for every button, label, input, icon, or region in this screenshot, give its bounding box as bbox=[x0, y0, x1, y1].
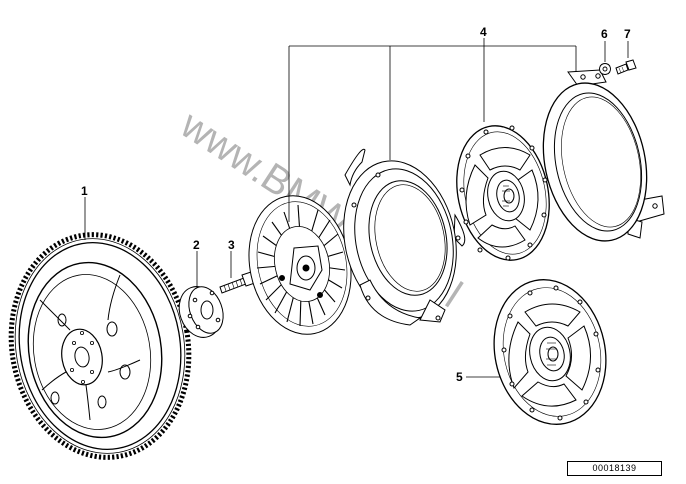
callout-bracket-4 bbox=[288, 38, 577, 222]
callout-2: 2 bbox=[193, 238, 200, 252]
reference-number: 00018139 bbox=[567, 461, 662, 476]
callout-3: 3 bbox=[228, 238, 235, 252]
cover-ring bbox=[542, 69, 665, 242]
flywheel bbox=[8, 232, 192, 460]
screw bbox=[615, 59, 637, 75]
clutch-disc-lower bbox=[493, 279, 607, 425]
spacer-plate bbox=[178, 286, 224, 338]
friction-disc-upper bbox=[456, 125, 550, 261]
callout-1: 1 bbox=[81, 184, 88, 198]
callout-5: 5 bbox=[456, 370, 463, 384]
lock-washer bbox=[599, 63, 611, 75]
callout-7: 7 bbox=[624, 27, 631, 41]
bolt bbox=[219, 271, 256, 294]
callout-6: 6 bbox=[601, 27, 608, 41]
callout-4: 4 bbox=[480, 25, 487, 39]
pressure-plate bbox=[343, 148, 466, 326]
